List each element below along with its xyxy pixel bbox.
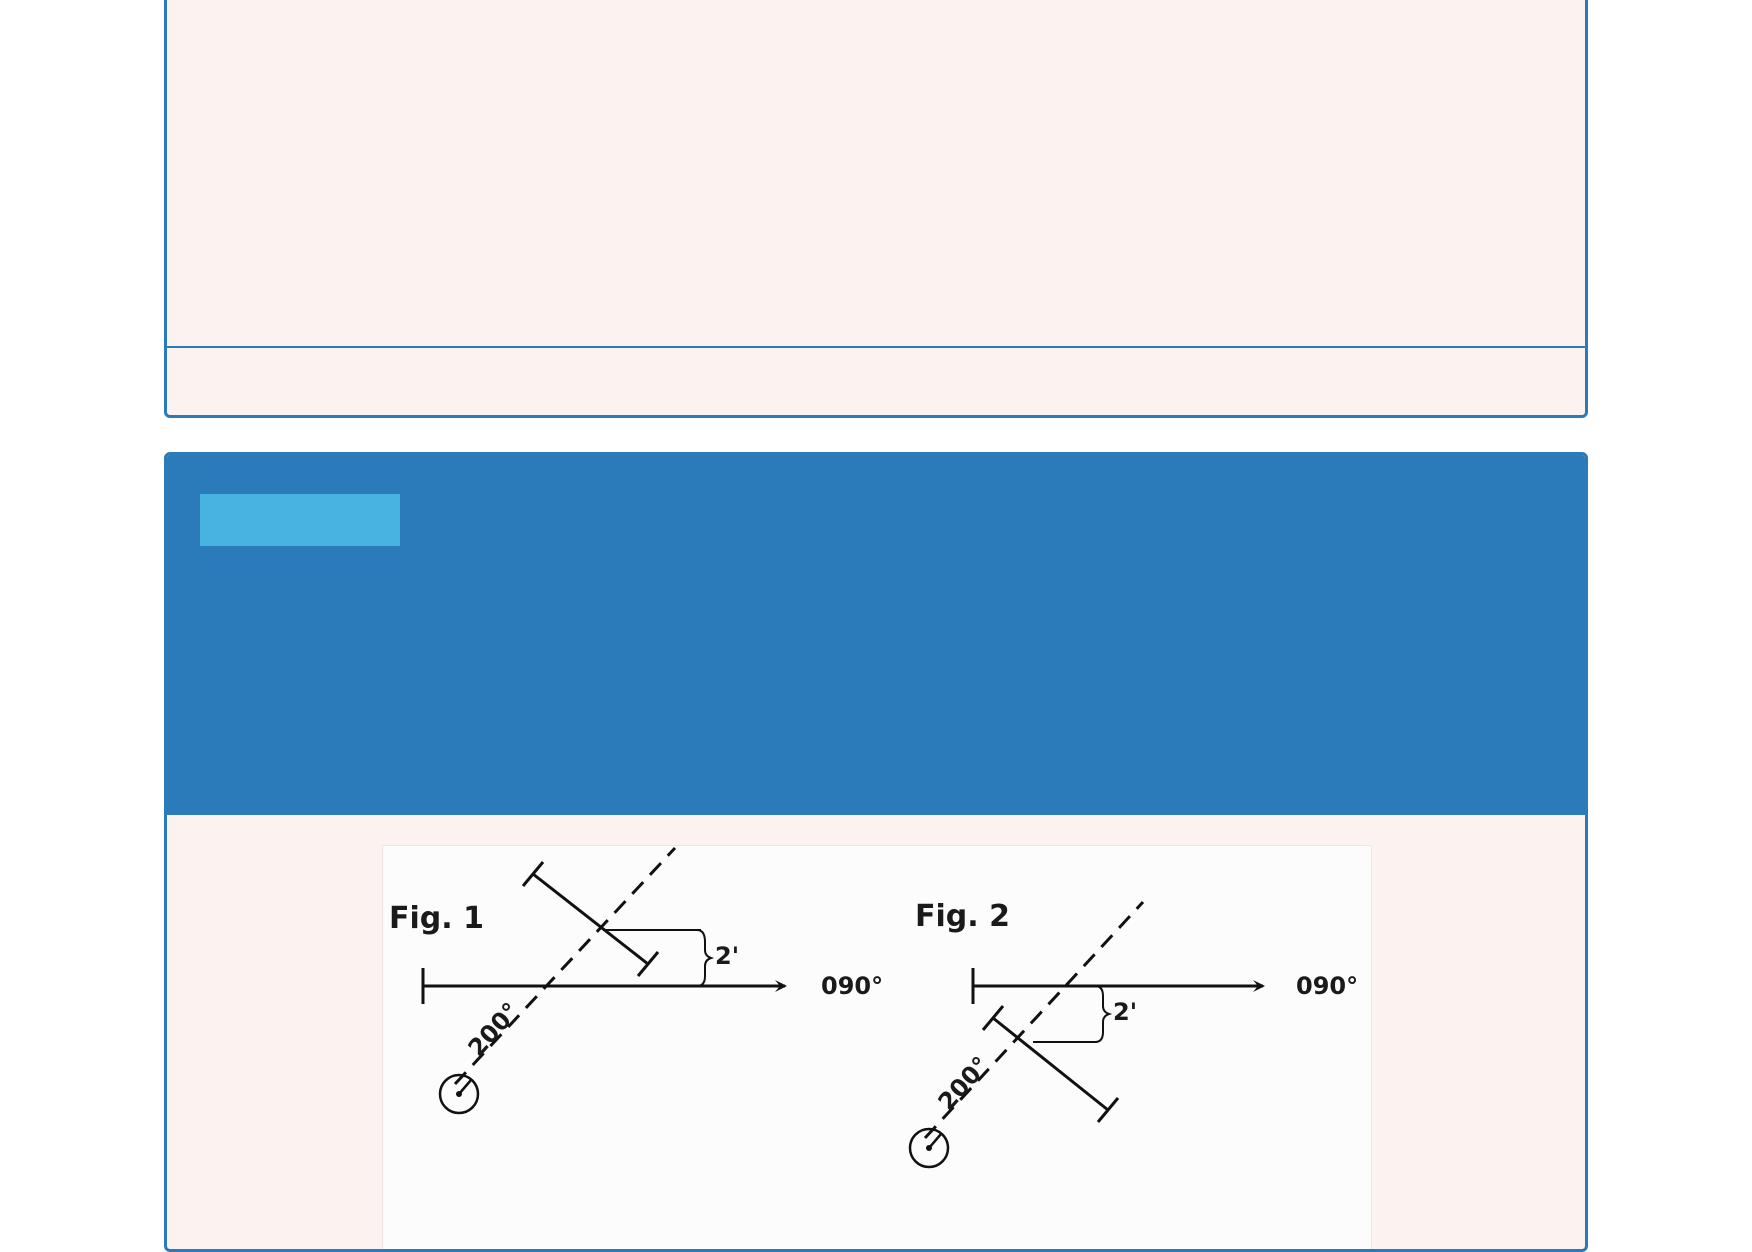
fig1-diagram: Fig. 1 090° 200° 2' — [389, 846, 883, 1115]
fig1-lop-segment — [532, 872, 649, 966]
card-footer — [167, 348, 1585, 415]
fig2-station-needle — [928, 1133, 942, 1149]
fig2-bearing-label: 200° — [933, 1051, 995, 1116]
fig1-station-symbol — [438, 1073, 480, 1115]
fig1-bearing-line — [453, 846, 677, 1086]
fig2-bearing-line — [923, 900, 1145, 1140]
question-badge — [200, 494, 400, 546]
card-divider — [167, 346, 1585, 348]
previous-question-card — [164, 0, 1588, 418]
fig2-diagram: Fig. 2 090° 200° 2' — [908, 899, 1358, 1169]
fig2-course-label: 090° — [1296, 972, 1358, 1000]
fig1-brace — [696, 929, 715, 987]
fig2-title: Fig. 2 — [915, 899, 1010, 934]
navigation-figure: Fig. 1 090° 200° 2' — [382, 845, 1372, 1249]
fig2-deviation-label: 2' — [1113, 998, 1137, 1026]
fig2-station-center — [926, 1145, 932, 1151]
fig1-station-needle — [458, 1079, 472, 1095]
fig2-lop-end-tick-b — [1096, 1097, 1120, 1123]
fig1-bearing-label: 200° — [463, 997, 525, 1062]
figure-diagram: Fig. 1 090° 200° 2' — [389, 846, 1358, 1169]
question-card-header — [167, 455, 1585, 815]
fig1-course-label: 090° — [821, 972, 883, 1000]
fig2-lop-end-tick-a — [981, 1005, 1005, 1031]
question-card: Fig. 1 090° 200° 2' — [164, 452, 1588, 1252]
fig1-title: Fig. 1 — [389, 901, 484, 936]
fig1-lop-end-tick-a — [521, 861, 545, 887]
fig1-lop-end-tick-b — [636, 951, 660, 977]
fig2-station-symbol — [908, 1127, 950, 1169]
fig2-brace — [1094, 985, 1113, 1043]
fig2-lop-segment — [992, 1016, 1109, 1112]
fig1-station-center — [456, 1091, 462, 1097]
fig1-deviation-label: 2' — [715, 942, 739, 970]
